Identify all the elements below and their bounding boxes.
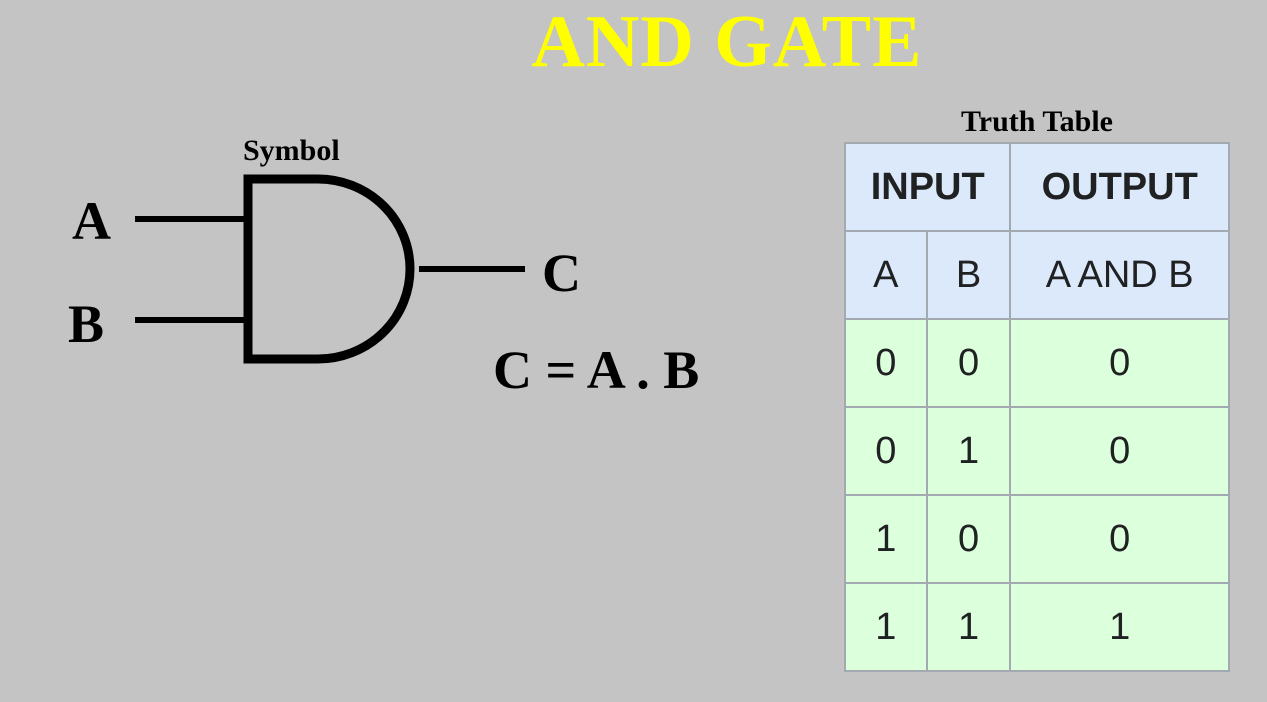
group-header-row: INPUT OUTPUT [843,142,1230,232]
input-group-header: INPUT [843,142,1012,232]
table-row: 1 0 0 [844,494,1230,584]
column-header-a: A [844,230,928,320]
table-cell: 1 [925,582,1012,672]
output-group-header: OUTPUT [1009,142,1230,232]
input-a-label: A [72,191,111,251]
table-cell: 0 [1009,494,1230,584]
symbol-caption: Symbol [243,134,340,167]
table-cell: 0 [1009,318,1230,408]
table-cell: 1 [844,494,928,584]
table-cell: 0 [1009,406,1230,496]
input-b-label: B [68,294,105,354]
table-cell: 1 [844,582,928,672]
column-header-row: A B A AND B [844,230,1230,320]
table-cell: 0 [844,318,928,408]
output-c-label: C [542,243,581,303]
column-header-b: B [925,230,1012,320]
page-title: AND GATE [531,1,923,83]
table-cell: 0 [925,494,1012,584]
table-row: 0 1 0 [844,406,1230,496]
table-cell: 1 [925,406,1012,496]
table-row: 1 1 1 [844,582,1230,672]
boolean-equation: C = A . B [493,340,700,400]
and-gate-body [243,174,415,364]
table-cell: 0 [844,406,928,496]
table-cell: 1 [1009,582,1230,672]
truth-table-caption: Truth Table [960,105,1113,138]
truth-table: INPUT OUTPUT A B A AND B 0 0 0 0 1 0 1 0… [843,142,1230,672]
table-cell: 0 [925,318,1012,408]
column-header-a-and-b: A AND B [1009,230,1230,320]
table-row: 0 0 0 [844,318,1230,408]
